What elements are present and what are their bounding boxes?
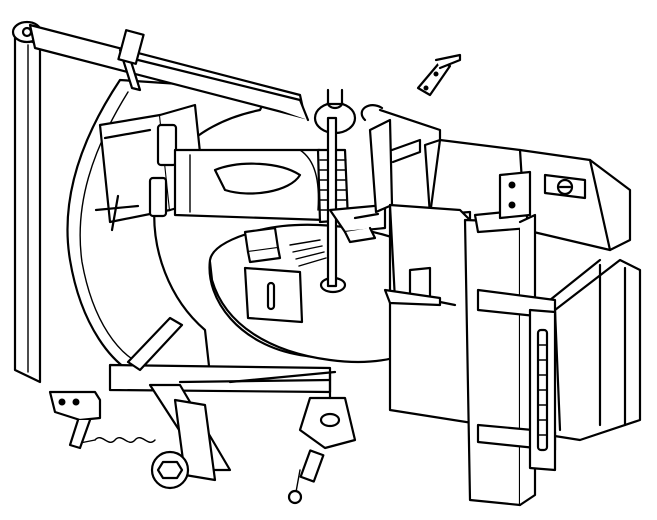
lower-clevis bbox=[298, 370, 357, 450]
slotted-indicator-bar bbox=[528, 308, 557, 472]
work-holder-clamp bbox=[94, 103, 207, 232]
floating-index-bracket bbox=[416, 53, 462, 97]
vertical-spindle bbox=[326, 116, 338, 288]
index-bracket-lower-left bbox=[48, 390, 102, 450]
table-rack bbox=[289, 239, 327, 267]
lower-pivot-hub bbox=[150, 398, 217, 490]
table-stop-block bbox=[243, 266, 304, 324]
upper-fork bbox=[328, 203, 387, 244]
support-strut bbox=[126, 316, 184, 372]
adjusting-screw bbox=[287, 449, 325, 505]
lower-arm bbox=[108, 363, 337, 472]
vertical-column bbox=[11, 20, 43, 384]
workpiece bbox=[173, 148, 342, 222]
linkage-rod bbox=[360, 104, 442, 214]
upper-arm bbox=[28, 23, 357, 135]
table-block-left bbox=[243, 226, 282, 264]
